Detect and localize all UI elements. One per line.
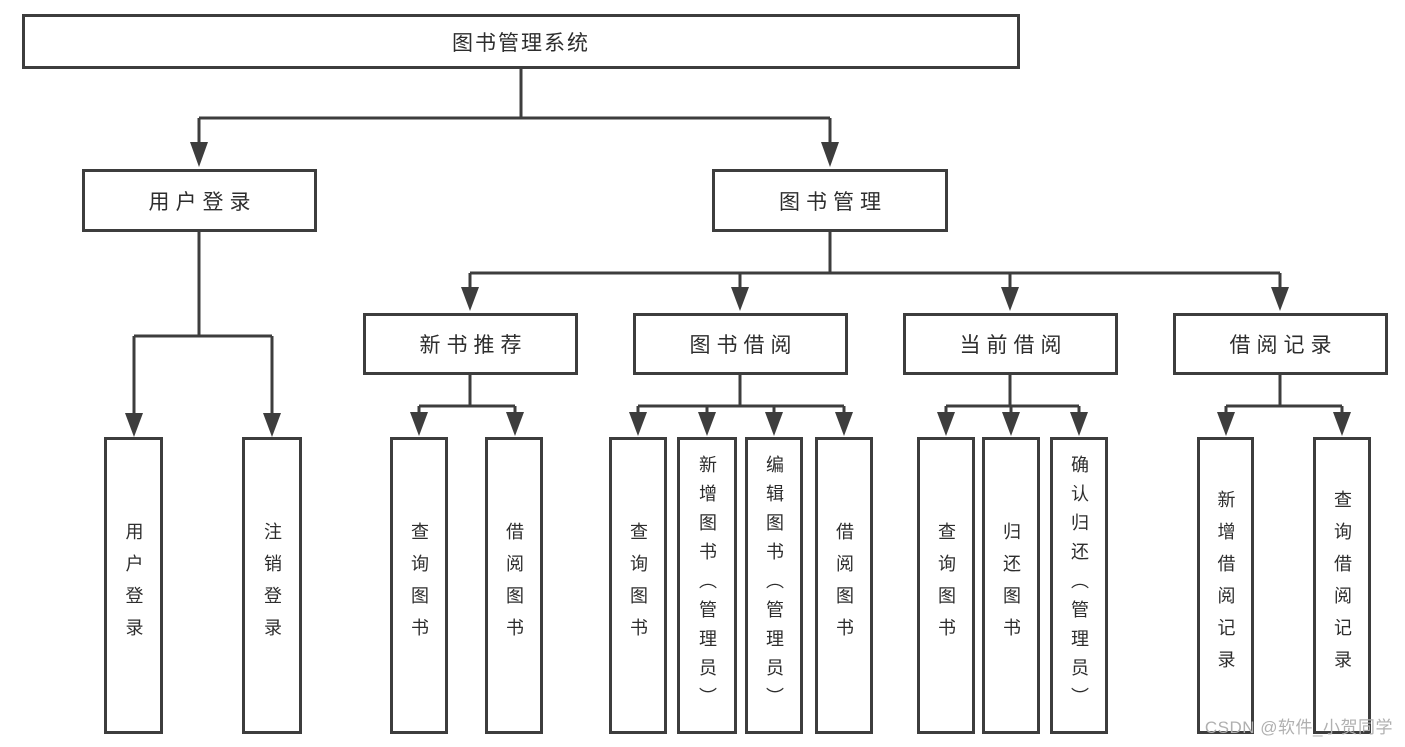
leaf-edit-book-admin: 编辑图书（管理员） [745, 437, 803, 734]
node-label: 查询图书 [628, 521, 648, 650]
arrowheads [125, 142, 1351, 437]
node-label: 新增图书（管理员） [697, 455, 717, 716]
leaf-query-books-current: 查询图书 [917, 437, 975, 734]
node-label: 用户登录 [148, 190, 257, 214]
leaf-user-login: 用户登录 [104, 437, 163, 734]
leaf-add-book-admin: 新增图书（管理员） [677, 437, 737, 734]
csdn-watermark: CSDN @软件_小贺同学 [1204, 718, 1393, 737]
leaf-add-borrow-record: 新增借阅记录 [1197, 437, 1254, 734]
node-label: 借阅记录 [1229, 334, 1338, 357]
node-label: 归还图书 [1001, 521, 1021, 650]
node-book-management: 图书管理 [712, 169, 948, 232]
node-borrowing-records: 借阅记录 [1173, 313, 1388, 375]
leaf-logout: 注销登录 [242, 437, 302, 734]
node-book-borrowing: 图书借阅 [633, 313, 848, 375]
node-label: 查询图书 [936, 521, 956, 650]
node-label: 查询图书 [409, 521, 429, 650]
leaf-query-borrow-record: 查询借阅记录 [1313, 437, 1371, 734]
node-label: 新增借阅记录 [1215, 489, 1236, 682]
leaf-return-books: 归还图书 [982, 437, 1040, 734]
leaf-query-books-recommend: 查询图书 [390, 437, 448, 734]
node-label: 确认归还（管理员） [1069, 455, 1089, 716]
node-label: 注销登录 [262, 521, 282, 650]
leaf-borrow-books-recommend: 借阅图书 [485, 437, 543, 734]
node-library-management-system: 图书管理系统 [22, 14, 1020, 69]
node-label: 借阅图书 [834, 521, 854, 650]
leaf-confirm-return-admin: 确认归还（管理员） [1050, 437, 1108, 734]
leaf-query-books-borrowing: 查询图书 [609, 437, 667, 734]
node-label: 借阅图书 [504, 521, 524, 650]
node-label: 查询借阅记录 [1332, 489, 1352, 682]
node-label: 图书管理 [779, 190, 887, 214]
node-label: 图书管理系统 [452, 31, 590, 55]
node-new-book-recommendation: 新书推荐 [363, 313, 578, 375]
node-label: 编辑图书（管理员） [764, 455, 784, 716]
node-label: 新书推荐 [419, 334, 528, 357]
node-current-borrowing: 当前借阅 [903, 313, 1118, 375]
leaf-borrow-books-borrowing: 借阅图书 [815, 437, 873, 734]
node-label: 用户登录 [123, 521, 144, 650]
node-label: 图书借阅 [689, 334, 798, 357]
node-label: 当前借阅 [959, 334, 1068, 357]
node-user-login: 用户登录 [82, 169, 317, 232]
